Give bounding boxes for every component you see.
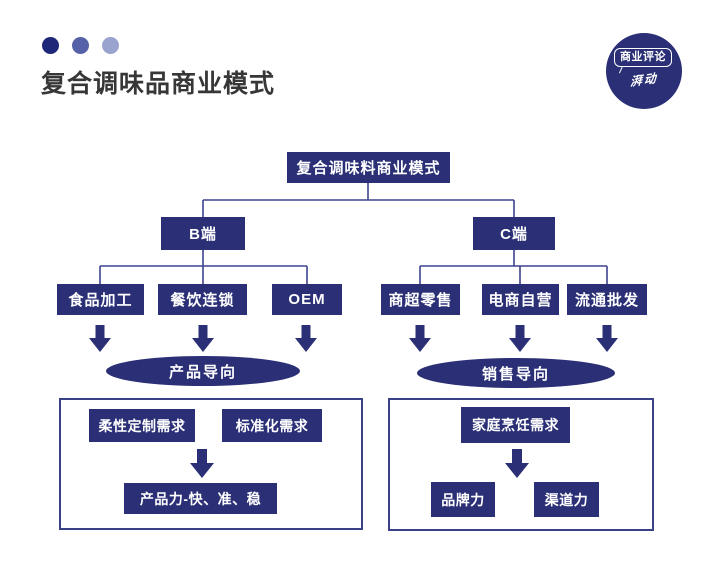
logo-bubble-text: 商业评论 (614, 48, 672, 67)
page-title: 复合调味品商业模式 (41, 70, 276, 98)
node-product-power: 产品力-快、准、稳 (124, 483, 277, 514)
node-food-processing: 食品加工 (57, 284, 144, 315)
node-standardized-demand: 标准化需求 (222, 409, 322, 442)
brand-logo: 商业评论 湃动 (606, 33, 682, 109)
accent-dots (42, 37, 119, 54)
node-brand-power: 品牌力 (431, 482, 495, 517)
c-branch-connector (419, 250, 608, 284)
accent-dot-medium (72, 37, 89, 54)
c-detail-panel (388, 398, 654, 531)
root-connector (202, 183, 515, 217)
node-channel-power: 渠道力 (534, 482, 599, 517)
node-c-side: C端 (473, 217, 555, 250)
node-ecommerce: 电商自营 (482, 284, 559, 315)
ellipse-product-oriented: 产品导向 (106, 356, 300, 386)
node-restaurant-chain: 餐饮连锁 (158, 284, 247, 315)
down-arrow-icon (596, 325, 618, 352)
ellipse-sales-oriented: 销售导向 (417, 358, 615, 388)
node-supermarket-retail: 商超零售 (381, 284, 460, 315)
accent-dot-light (102, 37, 119, 54)
logo-script-text: 湃动 (630, 70, 658, 90)
down-arrow-icon (192, 325, 214, 352)
accent-dot-dark (42, 37, 59, 54)
node-b-side: B端 (161, 217, 245, 250)
node-distribution-wholesale: 流通批发 (567, 284, 647, 315)
b-branch-connector (99, 250, 308, 284)
node-oem: OEM (272, 284, 342, 315)
node-root: 复合调味料商业模式 (287, 152, 450, 183)
node-home-cooking-demand: 家庭烹饪需求 (461, 407, 570, 443)
logo-bubble-tail-icon (618, 66, 630, 77)
down-arrow-icon (295, 325, 317, 352)
node-flexible-custom-demand: 柔性定制需求 (89, 409, 195, 442)
b-detail-panel (59, 398, 363, 530)
down-arrow-icon (509, 325, 531, 352)
down-arrow-icon (409, 325, 431, 352)
down-arrow-icon (89, 325, 111, 352)
